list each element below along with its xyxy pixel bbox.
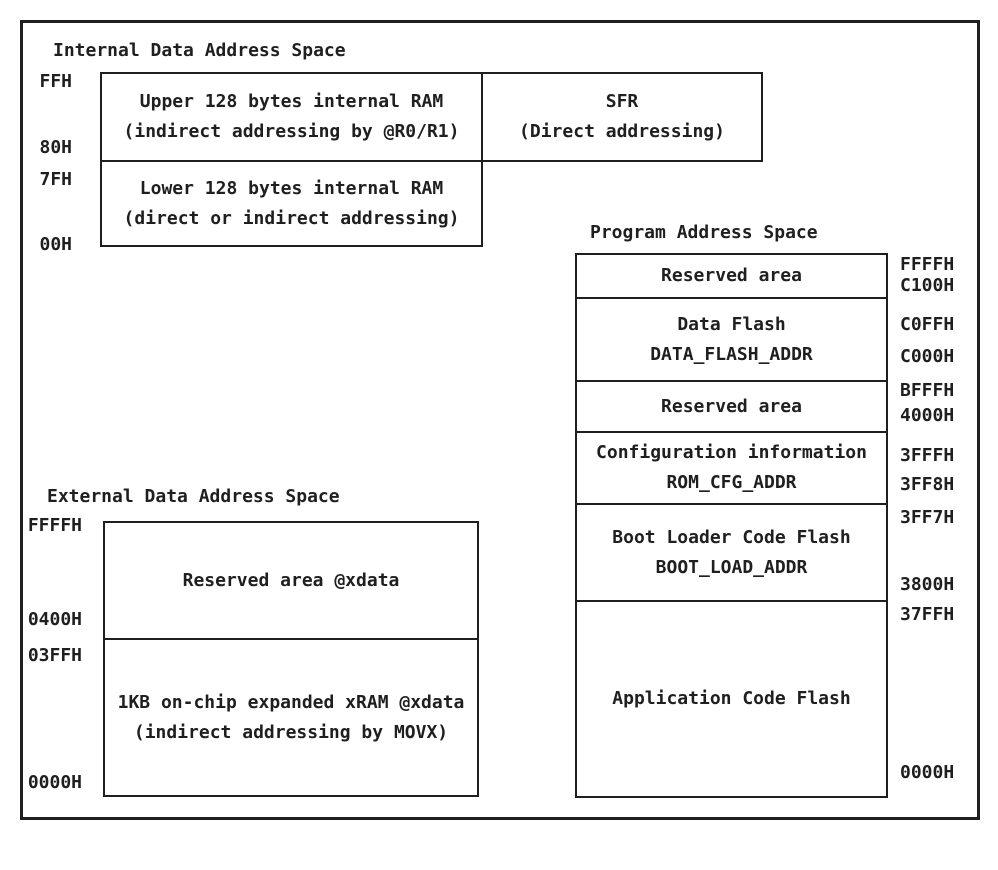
lower-ram-line1: Lower 128 bytes internal RAM xyxy=(139,177,444,199)
program-region-boot-loader: Boot Loader Code Flash BOOT_LOAD_ADDR xyxy=(577,505,886,602)
program-region-data-flash: Data Flash DATA_FLASH_ADDR xyxy=(577,299,886,382)
sfr-line2: (Direct addressing) xyxy=(519,121,725,142)
program-region-config-info-line1: Configuration information xyxy=(596,442,867,463)
program-region-data-flash-line2: DATA_FLASH_ADDR xyxy=(650,343,813,365)
program-addr-3ff8h: 3FF8H xyxy=(900,474,955,495)
sfr-box: SFR (Direct addressing) xyxy=(481,72,763,162)
external-region-xram-line2: (indirect addressing by MOVX) xyxy=(133,721,449,743)
upper-ram-line2: (indirect addressing by @R0/R1) xyxy=(123,121,460,142)
program-addr-c000h: C000H xyxy=(900,346,955,367)
program-region-reserved-upper-label: Reserved area xyxy=(661,265,802,286)
program-region-config-info-line2: ROM_CFG_ADDR xyxy=(666,472,797,493)
program-memory-column: Reserved area Data Flash DATA_FLASH_ADDR… xyxy=(575,253,888,798)
diagram-frame xyxy=(20,20,980,820)
program-region-config-info: Configuration information ROM_CFG_ADDR xyxy=(577,433,886,505)
program-region-boot-loader-line1: Boot Loader Code Flash xyxy=(612,526,851,548)
program-region-reserved-lower-label: Reserved area xyxy=(661,395,802,417)
external-addr-0400h: 0400H xyxy=(27,609,82,630)
external-region-xram-line1: 1KB on-chip expanded xRAM @xdata xyxy=(117,691,465,713)
internal-addr-00h: 00H xyxy=(39,234,72,255)
external-memory-column: Reserved area @xdata 1KB on-chip expande… xyxy=(103,521,479,797)
internal-addr-ffh: FFH xyxy=(39,71,72,92)
program-region-reserved-lower: Reserved area xyxy=(577,382,886,433)
lower-ram-line2: (direct or indirect addressing) xyxy=(123,207,460,229)
program-addr-4000h: 4000H xyxy=(900,405,955,426)
program-addr-3fffh: 3FFFH xyxy=(900,445,955,466)
program-region-app-flash-label: Application Code Flash xyxy=(612,688,851,709)
program-addr-ffffh: FFFFH xyxy=(900,254,955,275)
program-addr-3ff7h: 3FF7H xyxy=(900,507,955,528)
external-addr-ffffh: FFFFH xyxy=(27,515,82,536)
internal-addr-80h: 80H xyxy=(39,137,72,158)
external-addr-03ffh: 03FFH xyxy=(27,645,82,666)
program-region-boot-loader-line2: BOOT_LOAD_ADDR xyxy=(655,556,808,578)
upper-ram-box: Upper 128 bytes internal RAM (indirect a… xyxy=(100,72,483,162)
program-region-app-flash: Application Code Flash xyxy=(577,602,886,796)
external-region-xram: 1KB on-chip expanded xRAM @xdata (indire… xyxy=(105,640,477,795)
external-region-reserved-label: Reserved area @xdata xyxy=(182,569,400,591)
program-addr-3800h: 3800H xyxy=(900,574,955,595)
program-addr-37ffh: 37FFH xyxy=(900,604,955,625)
internal-addr-7fh: 7FH xyxy=(39,169,72,190)
program-addr-c0ffh: C0FFH xyxy=(900,314,955,335)
internal-space-title: Internal Data Address Space xyxy=(53,40,346,61)
lower-ram-box: Lower 128 bytes internal RAM (direct or … xyxy=(100,160,483,247)
program-space-title: Program Address Space xyxy=(590,222,818,243)
external-space-title: External Data Address Space xyxy=(47,486,340,507)
program-region-data-flash-line1: Data Flash xyxy=(677,313,786,335)
sfr-line1: SFR xyxy=(605,91,639,112)
program-addr-c100h: C100H xyxy=(900,275,955,296)
program-addr-0000h: 0000H xyxy=(900,762,955,783)
upper-ram-line1: Upper 128 bytes internal RAM xyxy=(139,91,444,112)
program-addr-bfffh: BFFFH xyxy=(900,380,955,401)
program-region-reserved-upper: Reserved area xyxy=(577,255,886,299)
external-region-reserved: Reserved area @xdata xyxy=(105,523,477,640)
external-addr-0000h: 0000H xyxy=(27,772,82,793)
